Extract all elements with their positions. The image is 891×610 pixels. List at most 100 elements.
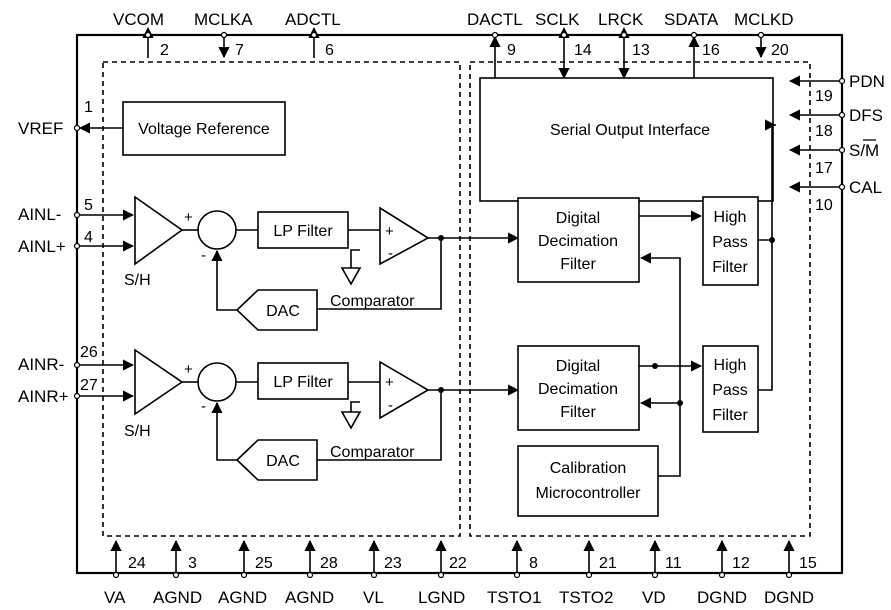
sum-plus-right: +	[184, 361, 193, 378]
ddf-right-line2: Decimation	[538, 381, 618, 398]
pin-num-10: 10	[815, 197, 833, 214]
pin-name-vl: VL	[363, 588, 384, 607]
cal-line2: Microcontroller	[536, 485, 642, 502]
pin-name-ainl-minus: AINL-	[18, 205, 61, 224]
comp-plus-left: +	[385, 223, 394, 240]
sum-minus-right: -	[201, 398, 206, 415]
pin-name-vd: VD	[642, 588, 666, 607]
pin-num-20: 20	[771, 42, 789, 59]
serial-output-interface-box	[479, 77, 774, 202]
pin-name-vref: VREF	[18, 119, 63, 138]
pin-num-15: 15	[799, 555, 817, 572]
sh-right-label: S/H	[124, 423, 151, 440]
pin-name-pdn: PDN	[849, 72, 885, 91]
pin-num-12: 12	[732, 555, 750, 572]
hpf-left-line3: Filter	[712, 259, 748, 276]
right-pin-dots	[838, 77, 846, 191]
pin-name-mclka: MCLKA	[194, 10, 253, 29]
pin-num-1: 1	[84, 99, 93, 116]
sum-plus-left: +	[184, 209, 193, 226]
comp-minus-left: -	[388, 245, 393, 262]
pin-num-4: 4	[84, 229, 93, 246]
left-pin-dots	[73, 124, 81, 400]
pin-num-28: 28	[320, 555, 338, 572]
pin-num-21: 21	[599, 555, 617, 572]
pin-name-cal: CAL	[849, 178, 882, 197]
pin-name-dactl: DACTL	[467, 10, 523, 29]
dac-right-label: DAC	[266, 453, 300, 470]
pin-num-6: 6	[325, 42, 334, 59]
hpf-junction-dot	[769, 237, 775, 243]
left-junction-dot	[438, 235, 444, 241]
lp-filter-right-label: LP Filter	[273, 374, 333, 391]
right-junction-dot	[438, 387, 444, 393]
digital-blocks	[517, 196, 759, 517]
comparator-left-label: Comparator	[330, 293, 415, 310]
pin-num-7: 7	[235, 42, 244, 59]
dac-left-label: DAC	[266, 303, 300, 320]
sh-left-label: S/H	[124, 272, 151, 289]
chip-outline	[75, 33, 844, 575]
pin-name-tsto1: TSTO1	[487, 588, 541, 607]
pin-name-vcom: VCOM	[113, 10, 164, 29]
pin-name-agnd-25: AGND	[218, 588, 267, 607]
pin-num-23: 23	[384, 555, 402, 572]
right-pin-arrows	[788, 75, 842, 193]
bottom-pin-arrows	[110, 539, 795, 573]
dashed-partitions	[102, 61, 811, 537]
pin-num-5: 5	[84, 197, 93, 214]
pin-num-17: 17	[815, 160, 833, 177]
pin-num-16: 16	[702, 42, 720, 59]
comp-minus-right: -	[388, 397, 393, 414]
pin-name-agnd-3: AGND	[153, 588, 202, 607]
pin-name-va: VA	[104, 588, 126, 607]
pin-num-18: 18	[815, 123, 833, 140]
bottom-pin-dots	[112, 571, 793, 579]
pin-name-ainl-plus: AINL+	[18, 237, 66, 256]
pin-name-agnd-28: AGND	[285, 588, 334, 607]
ddf-left-line3: Filter	[560, 256, 596, 273]
ddf-junction-dot	[652, 363, 658, 369]
pin-name-dgnd-15: DGND	[764, 588, 814, 607]
pin-name-mclkd: MCLKD	[734, 10, 794, 29]
pin-num-24: 24	[128, 555, 146, 572]
ddf-left-line1: Digital	[556, 210, 600, 227]
voltage-reference-box	[122, 101, 286, 156]
serial-output-interface-label: Serial Output Interface	[550, 122, 710, 139]
hpf-left-line2: Pass	[712, 234, 748, 251]
pin-num-14: 14	[574, 42, 592, 59]
pin-name-dgnd-12: DGND	[697, 588, 747, 607]
pin-num-8: 8	[529, 555, 538, 572]
ddf-left-line2: Decimation	[538, 233, 618, 250]
digital-wires	[639, 119, 777, 477]
hpf-left-line1: High	[714, 209, 747, 226]
lp-filter-left-label: LP Filter	[273, 223, 333, 240]
comparator-right-label: Comparator	[330, 444, 415, 461]
hpf-right-line3: Filter	[712, 407, 748, 424]
pin-name-dfs: DFS	[849, 106, 883, 125]
right-channel	[80, 348, 520, 481]
pin-num-26: 26	[80, 344, 98, 361]
pin-name-ainr-minus: AINR-	[18, 355, 64, 374]
pin-num-13: 13	[632, 42, 650, 59]
cal-junction-dot	[677, 400, 683, 406]
comp-plus-right: +	[385, 374, 394, 391]
sum-minus-left: -	[201, 247, 206, 264]
left-channel	[80, 195, 520, 331]
voltage-reference-label: Voltage Reference	[138, 121, 270, 138]
pin-name-ainr-plus: AINR+	[18, 387, 69, 406]
pin-name-lrck: LRCK	[598, 10, 644, 29]
hpf-right-line2: Pass	[712, 382, 748, 399]
top-pins	[142, 26, 767, 80]
cal-line1: Calibration	[550, 460, 626, 477]
pin-name-tsto2: TSTO2	[559, 588, 613, 607]
pin-name-sclk: SCLK	[535, 10, 580, 29]
pin-num-2: 2	[160, 42, 169, 59]
pin-num-19: 19	[815, 88, 833, 105]
pin-name-adctl: ADCTL	[285, 10, 341, 29]
pin-num-11: 11	[665, 555, 682, 572]
pin-name-lgnd: LGND	[418, 588, 465, 607]
ddf-right-line3: Filter	[560, 404, 596, 421]
pin-name-sm: S/M	[849, 141, 879, 160]
